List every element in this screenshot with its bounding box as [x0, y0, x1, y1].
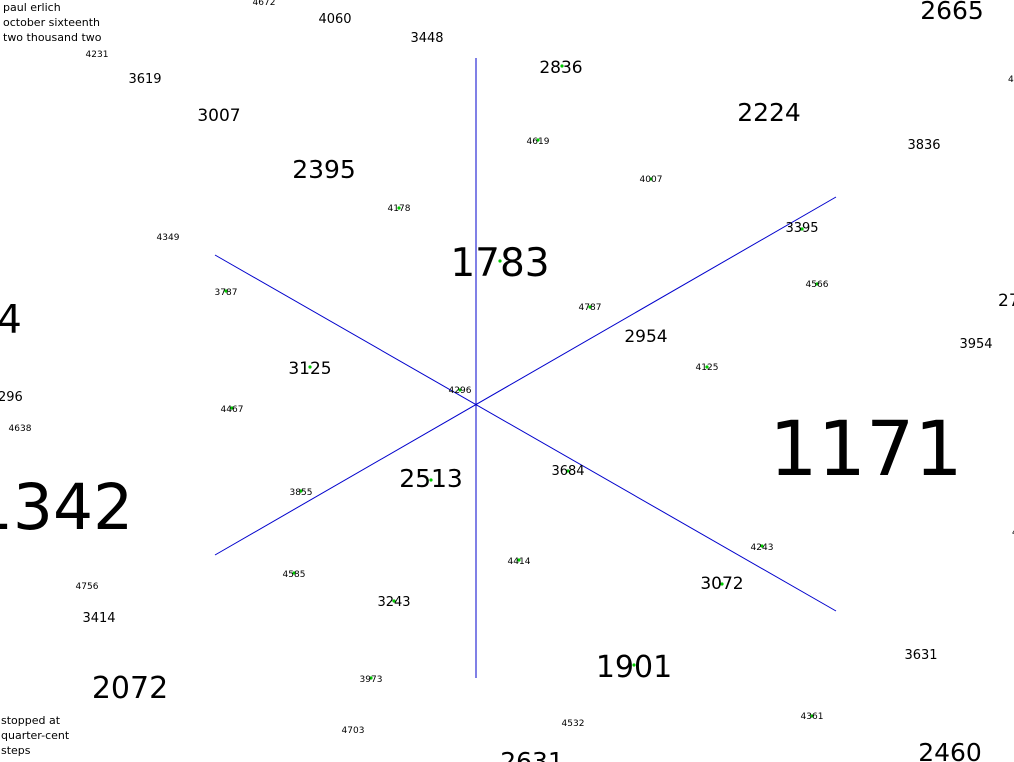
lattice-node-label: 3836 [907, 138, 940, 153]
lattice-node-label: 4243 [751, 543, 774, 553]
lattice-node-label: 3954 [959, 337, 992, 352]
lattice-node-dot [588, 305, 592, 309]
lattice-node-dot [810, 714, 814, 718]
lattice-node-label: 4756 [76, 582, 99, 592]
lattice-node-label: 2665 [920, 0, 984, 25]
stopped-note-line: steps [1, 744, 31, 757]
lattice-node-dot [760, 544, 764, 548]
lattice-node-dot [308, 365, 312, 369]
lattice-node-label: 3973 [360, 675, 383, 685]
lattice-node-label: 4414 [508, 557, 531, 567]
lattice-node-dot [458, 388, 462, 392]
lattice-node-label: 4178 [388, 204, 411, 214]
lattice-node-dot [800, 227, 804, 231]
lattice-node-label: 4296 [449, 386, 472, 396]
lattice-node-label: 2513 [399, 464, 463, 493]
lattice-axis-line [214, 254, 837, 612]
lattice-node-label: 2631 [500, 747, 564, 762]
lattice-node-label: 3684 [551, 464, 584, 479]
lattice-node-label: 4007 [640, 175, 663, 185]
lattice-node-label: 2954 [624, 327, 667, 347]
lattice-node-dot [560, 64, 564, 68]
lattice-node-label: 4703 [342, 726, 365, 736]
lattice-node-dot [815, 282, 819, 286]
lattice-node-label: 2836 [539, 58, 582, 78]
dots-group [224, 64, 819, 718]
lattice-node-label: 4349 [157, 233, 180, 243]
lattice-node-label: 3007 [197, 106, 240, 126]
lattice-node-label: 2395 [292, 155, 356, 184]
lattice-node-dot [369, 676, 373, 680]
lattice-node-label: 27 [998, 291, 1014, 311]
lattice-node-label: 1171 [769, 404, 962, 493]
author-note-line: october sixteenth [3, 16, 100, 29]
lattice-node-label: 1783 [450, 241, 549, 286]
lattice-node-dot [566, 469, 570, 473]
lattice-node-label: 4585 [283, 570, 306, 580]
axes-group [214, 58, 837, 678]
lattice-node-label: 4 [1012, 528, 1014, 538]
lattice-node-label: 4060 [318, 12, 351, 27]
lattice-node-dot [632, 663, 636, 667]
lattice-node-label: 3125 [288, 359, 331, 379]
lattice-node-label: 2460 [918, 738, 982, 762]
lattice-node-dot [498, 259, 502, 263]
lattice-node-label: 4672 [253, 0, 276, 8]
lattice-node-label: 2072 [92, 671, 168, 706]
lattice-node-dot [230, 406, 234, 410]
lattice-node-dot [224, 289, 228, 293]
lattice-node-label: 4361 [801, 712, 824, 722]
lattice-node-dot [299, 489, 303, 493]
lattice-axis-line [214, 196, 837, 556]
lattice-node-label: 1901 [596, 650, 672, 685]
lattice-node-label: 4532 [562, 719, 585, 729]
lattice-node-dot [397, 206, 401, 210]
lattice-node-label: 3448 [410, 31, 443, 46]
stopped-note-line: stopped at [1, 714, 61, 727]
lattice-node-label: 4231 [86, 50, 109, 60]
lattice-node-dot [705, 365, 709, 369]
lattice-node-label: 4787 [579, 303, 602, 313]
lattice-node-label: 4619 [527, 137, 550, 147]
lattice-node-dot [517, 558, 521, 562]
lattice-node-dot [720, 582, 724, 586]
lattice-node-label: 4 [0, 298, 22, 343]
stopped-note: stopped at quarter-cent steps [1, 713, 69, 758]
lattice-node-label: 1342 [0, 471, 133, 544]
lattice-node-label: 3855 [290, 488, 313, 498]
lattice-node-label: 4 [1008, 75, 1014, 85]
lattice-node-label: 296 [0, 390, 23, 405]
lattice-node-label: 3787 [215, 288, 238, 298]
lattice-node-label: 3619 [128, 72, 161, 87]
lattice-node-label: 3414 [82, 611, 115, 626]
lattice-node-dot [429, 478, 433, 482]
author-note: paul erlich october sixteenth two thousa… [3, 0, 101, 45]
lattice-node-label: 3631 [904, 648, 937, 663]
lattice-node-dot [392, 599, 396, 603]
lattice-node-label: 2224 [737, 98, 801, 127]
lattice-node-label: 4638 [9, 424, 32, 434]
lattice-node-label: 3243 [377, 595, 410, 610]
lattice-node-label: 3395 [785, 221, 818, 236]
lattice-node-dot [649, 177, 653, 181]
lattice-node-label: 4125 [696, 363, 719, 373]
author-note-line: two thousand two [3, 31, 102, 44]
lattice-node-label: 4467 [221, 405, 244, 415]
lattice-node-label: 4566 [806, 280, 829, 290]
lattice-node-dot [536, 138, 540, 142]
lattice-node-dot [292, 571, 296, 575]
author-note-line: paul erlich [3, 1, 61, 14]
stopped-note-line: quarter-cent [1, 729, 70, 742]
lattice-node-label: 3072 [700, 574, 743, 594]
